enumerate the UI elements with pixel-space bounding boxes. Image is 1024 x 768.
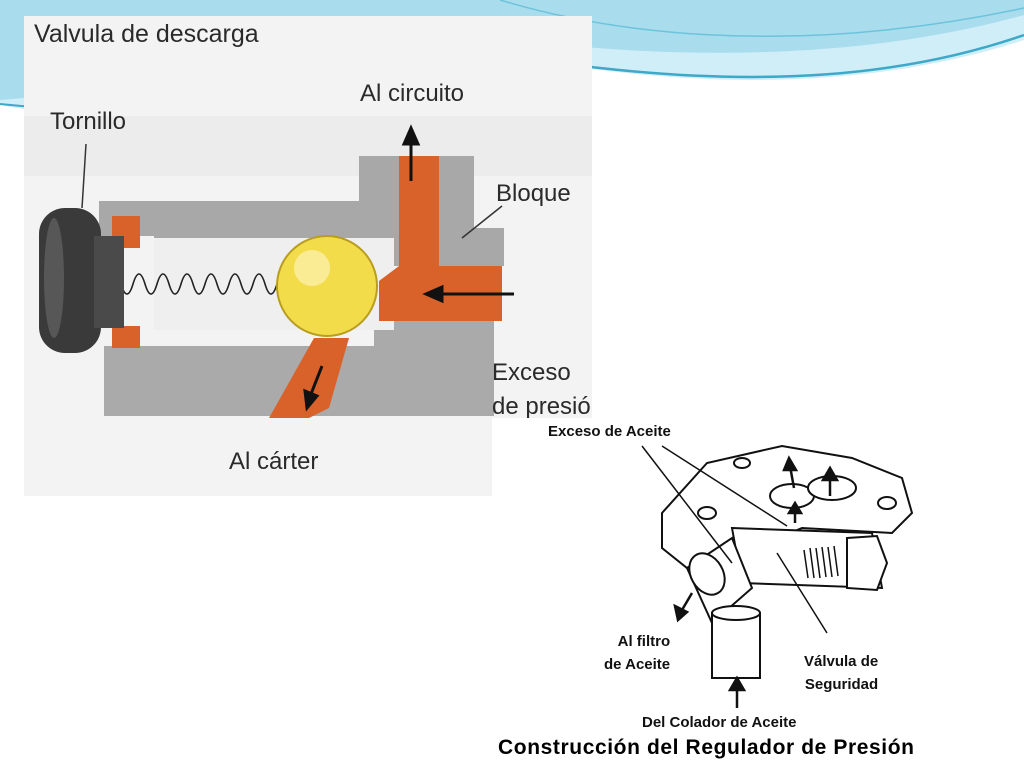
pressure-regulator-drawing [641, 444, 914, 708]
label-al-circuito: Al circuito [360, 80, 465, 107]
pressure-regulator-figure: Exceso de Aceite Al filtro de Aceite Vál… [492, 418, 1024, 768]
label-exceso-aceite: Exceso de Aceite [548, 423, 671, 440]
label-exceso-line1: Exceso [492, 359, 571, 386]
label-exceso: Exceso de presió [492, 356, 592, 424]
regulator-arrows [673, 455, 840, 708]
label-valvula-seguridad: Válvula de Seguridad [804, 650, 878, 696]
label-bloque: Bloque [496, 180, 571, 207]
label-del-colador: Del Colador de Aceite [642, 714, 797, 731]
label-valvula-line1: Válvula de [804, 653, 879, 670]
title-valvula: Valvula de descarga [34, 20, 259, 48]
label-tornillo: Tornillo [50, 108, 127, 135]
relief-valve-drawing [24, 16, 592, 496]
label-exceso-line2: de presió [492, 393, 591, 420]
flow-arrows [303, 124, 514, 412]
figure-caption: Construcción del Regulador de Presión [498, 736, 915, 759]
inlet-pipe [711, 612, 761, 679]
label-al-filtro-line2: de Aceite [604, 656, 671, 673]
label-al-carter: Al cárter [229, 448, 319, 475]
label-al-filtro-line1: Al filtro [617, 633, 671, 650]
spring [108, 273, 302, 295]
ball [276, 235, 378, 337]
label-al-filtro: Al filtro de Aceite [604, 630, 670, 676]
label-valvula-line2: Seguridad [804, 676, 879, 693]
oil-channel [379, 156, 502, 321]
relief-valve-figure: Valvula de descarga Tornillo Al circuito… [24, 16, 592, 496]
